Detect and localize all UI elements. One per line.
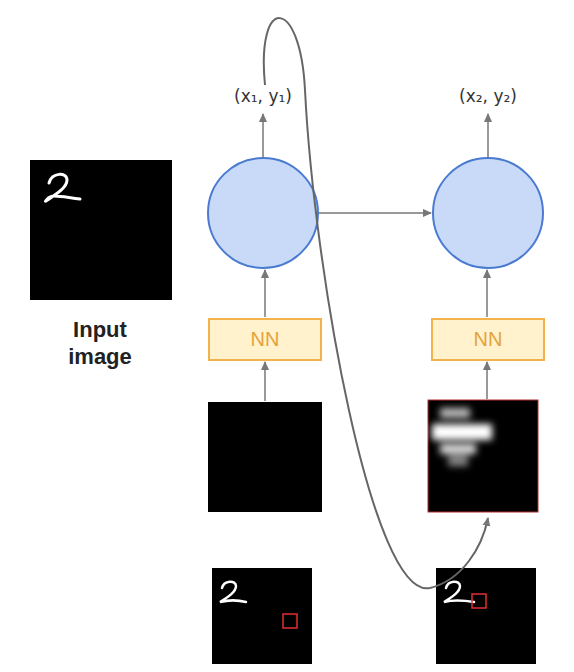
glimpse-box (283, 614, 297, 628)
rnn-cell (433, 158, 543, 268)
process-box: NN (208, 318, 322, 361)
rnn-cell (208, 158, 318, 268)
input-image (30, 160, 172, 300)
box-label: NN (251, 328, 280, 351)
glimpse-box (472, 594, 486, 608)
output-coordinates: (x₁, y₁) (203, 86, 323, 106)
digit-stroke (45, 174, 80, 201)
glimpse-blur (432, 408, 492, 466)
box-label: NN (474, 328, 503, 351)
location-image (436, 568, 536, 664)
process-box: NN (431, 318, 545, 361)
location-image (212, 568, 312, 664)
image-caption: Input image (45, 316, 155, 370)
digit-stroke (220, 582, 246, 602)
glimpse-image (208, 402, 322, 512)
glimpse-image (428, 400, 538, 512)
feedback-arrow (264, 18, 488, 588)
output-coordinates: (x₂, y₂) (428, 86, 548, 106)
digit-stroke (444, 582, 474, 602)
